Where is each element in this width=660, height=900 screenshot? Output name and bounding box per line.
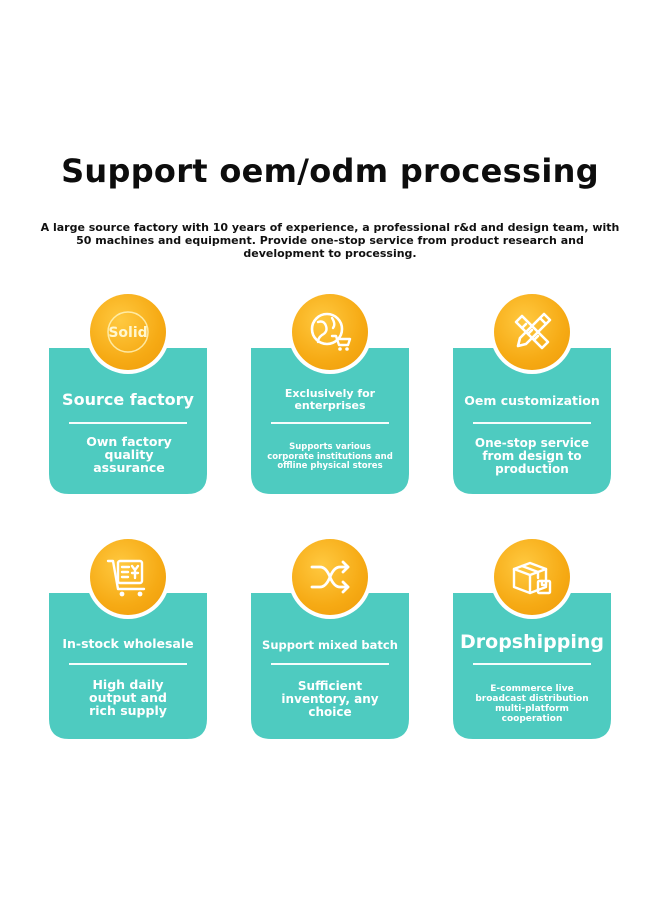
card-background: [49, 348, 207, 494]
feature-card-in-stock-wholesale: In-stock wholesale High daily output and…: [49, 535, 207, 741]
intro-text: A large source factory with 10 years of …: [40, 221, 620, 260]
feature-card-enterprises: Exclusively for enterprises Supports var…: [251, 290, 409, 496]
card-description: Sufficient inventory, any choice: [281, 679, 379, 719]
card-description: High daily output and rich supply: [89, 677, 167, 718]
card-divider: [271, 663, 389, 665]
shuffle-icon: [310, 560, 350, 594]
feature-card-source-factory: Solid Source factory Own factory quality…: [49, 290, 207, 496]
card-description: Supports various corporate institutions …: [267, 442, 393, 471]
card-title: Exclusively for enterprises: [284, 387, 376, 412]
badge: [490, 535, 574, 619]
boxes-icon: [512, 561, 552, 595]
badge: Solid: [86, 290, 170, 374]
trolley-document-icon: [106, 559, 146, 597]
card-divider: [69, 663, 187, 665]
card-background: [453, 348, 611, 494]
card-title: Source factory: [62, 390, 194, 409]
card-background: [251, 593, 409, 739]
feature-card-oem-customization: Oem customization One-stop service from …: [453, 290, 611, 496]
pencil-ruler-icon: [514, 312, 552, 350]
card-divider: [69, 422, 187, 424]
badge: [490, 290, 574, 374]
card-divider: [473, 663, 591, 665]
card-description: One-stop service from design to producti…: [474, 436, 590, 476]
page-title: Support oem/odm processing: [61, 152, 599, 190]
card-title: Oem customization: [464, 393, 600, 408]
card-background: [251, 348, 409, 494]
globe-cart-icon: [310, 312, 352, 351]
card-description: Own factory quality assurance: [86, 434, 172, 475]
feature-card-dropshipping: Dropshipping E-commerce live broadcast d…: [453, 535, 611, 741]
badge: [288, 535, 372, 619]
feature-card-mixed-batch: Support mixed batch Sufficient inventory…: [251, 535, 409, 741]
card-background: [49, 593, 207, 739]
card-description: E-commerce live broadcast distribution m…: [475, 684, 589, 724]
badge: [288, 290, 372, 374]
card-title: Dropshipping: [460, 631, 604, 653]
svg-text:Solid: Solid: [108, 325, 147, 341]
card-background: [453, 593, 611, 739]
card-title: In-stock wholesale: [62, 636, 194, 651]
badge: [86, 535, 170, 619]
card-title: Support mixed batch: [262, 638, 398, 652]
solid-logo-icon: Solid: [107, 311, 149, 353]
card-divider: [473, 422, 591, 424]
card-divider: [271, 422, 389, 424]
